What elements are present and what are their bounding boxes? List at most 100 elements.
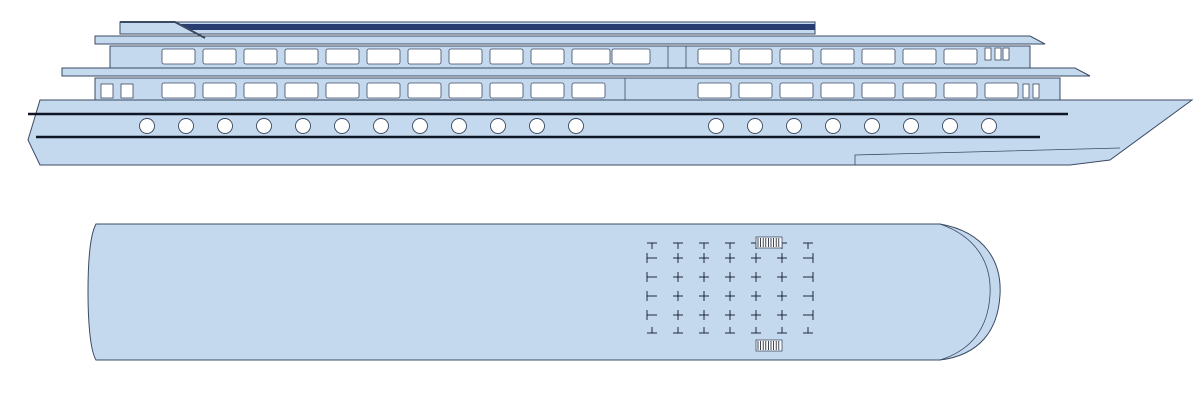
deck-edge-marker: [647, 242, 657, 249]
main-deck-window: [984, 82, 1019, 99]
deck-chair-marker: [673, 253, 683, 263]
porthole: [981, 118, 997, 134]
deck-chair-marker: [751, 272, 761, 282]
porthole: [942, 118, 958, 134]
deck-edge-marker: [725, 327, 735, 334]
bow-rail: [939, 223, 991, 361]
porthole: [178, 118, 194, 134]
aft-door: [120, 83, 134, 99]
deck-chair-marker: [646, 291, 657, 301]
deck-chair-marker: [646, 272, 657, 282]
deck-edge-marker: [803, 327, 813, 334]
deck-chair-marker: [673, 272, 683, 282]
upper-deck-window: [243, 48, 278, 65]
main-deck-window: [779, 82, 814, 99]
deck-chair-marker: [803, 310, 814, 320]
main-deck-window: [489, 82, 524, 99]
deck-chair-marker: [725, 253, 735, 263]
deck-edge-marker: [699, 242, 709, 249]
deck-chair-marker: [646, 253, 657, 263]
deck-chair-marker: [699, 310, 709, 320]
deck-chair-marker: [699, 253, 709, 263]
deck-edge-marker: [673, 327, 683, 334]
upper-deck-window: [820, 48, 855, 65]
deck-chair-marker: [777, 272, 787, 282]
deck-edge-marker: [803, 242, 813, 249]
main-deck-window: [861, 82, 896, 99]
side-elevation-view: [27, 21, 1194, 166]
deck-chair-marker: [673, 291, 683, 301]
aft-door: [100, 83, 114, 99]
upper-deck-window: [366, 48, 401, 65]
stair-aft: [755, 236, 783, 249]
bridge-door: [994, 47, 1002, 61]
main-deck-window: [161, 82, 196, 99]
deck-edge-marker: [673, 242, 683, 249]
main-deck-window: [902, 82, 937, 99]
hull: [27, 99, 1194, 166]
porthole: [747, 118, 763, 134]
bridge-door: [1002, 47, 1010, 61]
main-deck-window: [943, 82, 978, 99]
deck-chair-marker: [777, 310, 787, 320]
porthole: [864, 118, 880, 134]
deck-chair-marker: [646, 310, 657, 320]
upper-deck-window: [611, 48, 651, 65]
main-deck-window: [407, 82, 442, 99]
upper-deck-window: [407, 48, 442, 65]
deck-chair-marker: [725, 272, 735, 282]
deck-chair-marker: [803, 272, 814, 282]
upper-deck-window: [530, 48, 565, 65]
main-deck-window: [820, 82, 855, 99]
porthole: [334, 118, 350, 134]
main-deck-eave: [61, 67, 1091, 77]
sun-deck-stair: [120, 21, 206, 39]
upper-deck-windows: [161, 48, 978, 65]
deck-chair-marker: [699, 291, 709, 301]
deck-chair-marker: [777, 253, 787, 263]
porthole: [903, 118, 919, 134]
main-deck-window: [530, 82, 565, 99]
deck-edge-marker: [777, 327, 787, 334]
main-deck-window: [738, 82, 773, 99]
main-deck-window: [697, 82, 732, 99]
deck-furniture-grid: [646, 242, 814, 334]
upper-deck-window: [284, 48, 319, 65]
bridge-door: [984, 47, 992, 61]
portholes: [139, 118, 997, 134]
main-deck-window: [284, 82, 319, 99]
deck-chair-marker: [673, 310, 683, 320]
upper-deck-window: [325, 48, 360, 65]
porthole: [295, 118, 311, 134]
porthole: [412, 118, 428, 134]
deck-edge-marker: [699, 327, 709, 334]
main-deck-window: [366, 82, 401, 99]
upper-deck-window: [861, 48, 896, 65]
porthole: [451, 118, 467, 134]
main-deck-windows: [161, 82, 1019, 99]
deck-chair-marker: [699, 272, 709, 282]
main-deck-window: [571, 82, 606, 99]
upper-deck-window: [779, 48, 814, 65]
sun-deck-roof: [180, 24, 815, 30]
main-deck-window: [448, 82, 483, 99]
porthole: [139, 118, 155, 134]
porthole: [256, 118, 272, 134]
upper-deck-window: [943, 48, 978, 65]
porthole: [786, 118, 802, 134]
main-deck-window: [202, 82, 237, 99]
porthole: [825, 118, 841, 134]
deck-edge-marker: [751, 327, 761, 334]
upper-deck-window: [902, 48, 937, 65]
porthole: [217, 118, 233, 134]
porthole: [529, 118, 545, 134]
bow-keel-line: [854, 147, 1121, 165]
upper-deck-window: [489, 48, 524, 65]
deck-chair-marker: [803, 291, 814, 301]
upper-deck-window: [697, 48, 732, 65]
bow-door: [1032, 83, 1040, 99]
deck-chair-marker: [751, 291, 761, 301]
main-deck-window: [325, 82, 360, 99]
bow-door: [1022, 83, 1030, 99]
